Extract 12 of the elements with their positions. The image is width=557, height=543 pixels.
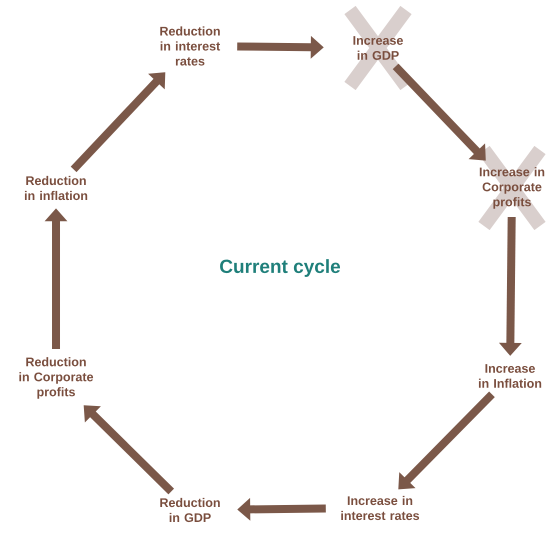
arrow xyxy=(398,392,495,490)
cycle-step: Increase in interest rates xyxy=(341,496,420,520)
cycle-step: Increase in GDP xyxy=(353,36,403,60)
cycle-step: Reduction in Corporate profits xyxy=(19,357,94,399)
cycle-step: Increase in Inflation xyxy=(478,364,542,388)
cycle-step: Reduction in inflation xyxy=(24,176,88,200)
cycle-step: Increase in Corporate profits xyxy=(480,167,544,209)
arrow xyxy=(70,72,166,172)
arrow xyxy=(84,405,174,494)
title: Current cycle xyxy=(220,259,340,277)
cycle-step: Reduction in GDP xyxy=(160,498,220,522)
cycle-step: Reduction in interest rates xyxy=(160,26,220,66)
